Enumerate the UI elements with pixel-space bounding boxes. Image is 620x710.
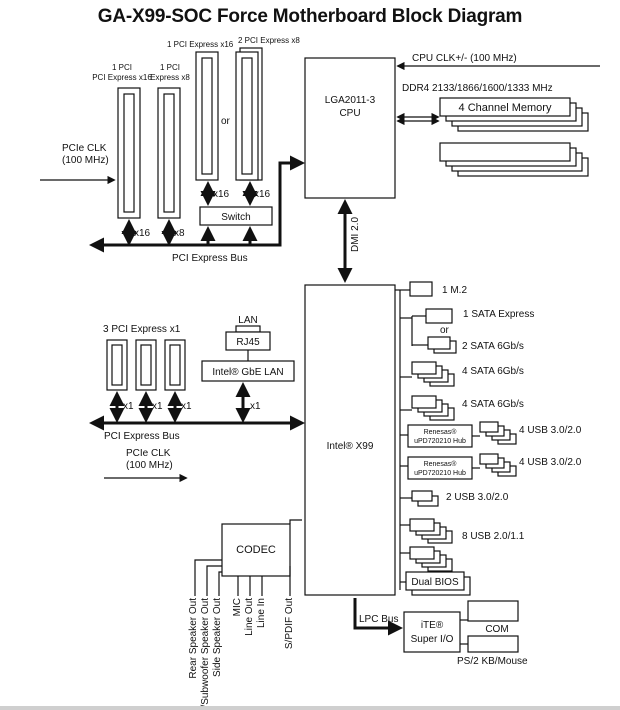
sata-or: or [440, 325, 450, 336]
slot2-label-1: 1 PCI [160, 63, 180, 72]
cpu-pcie-bus-label: PCI Express Bus [172, 253, 248, 264]
slot3-label: 1 PCI Express x16 [167, 40, 234, 49]
dmi-label: DMI 2.0 [350, 217, 361, 252]
sata-express-label: 1 SATA Express [463, 309, 534, 320]
renesas-2-chip: uPD720210 Hub [414, 470, 466, 477]
bottom-rule [0, 706, 620, 710]
slot1-label-1: 1 PCI [112, 63, 132, 72]
x16-label-b: x16 [254, 189, 271, 200]
usb2-label: 2 USB 3.0/2.0 [446, 492, 509, 503]
chipset-label: Intel® X99 [327, 441, 374, 452]
usb4a-stack [479, 421, 517, 445]
ps2-box [467, 635, 519, 653]
pcie-clk-1-line1: PCIe CLK [62, 143, 107, 154]
pcie-clk-2-line1: PCIe CLK [126, 448, 171, 459]
codec-out-mic: MIC [232, 598, 243, 616]
codec-out-line-out: Line Out [244, 598, 255, 636]
cpu-clk-label: CPU CLK+/- (100 MHz) [412, 53, 517, 64]
slot4-label: 2 PCI Express x8 [238, 36, 300, 45]
pcie-clk-1-line2: (100 MHz) [62, 155, 109, 166]
pcie-clk-2-line2: (100 MHz) [126, 460, 173, 471]
superio-line2: Super I/O [411, 634, 454, 645]
x1-label-b: x1 [152, 401, 163, 412]
usb2-stack [411, 490, 433, 502]
sata2-label: 2 SATA 6Gb/s [462, 341, 524, 352]
cpu-box [304, 57, 396, 199]
usb8-stack-2 [409, 546, 453, 572]
codec-out-spdif: S/PDIF Out [284, 598, 295, 649]
slot-or: or [221, 116, 231, 127]
usb4a-label: 4 USB 3.0/2.0 [519, 425, 582, 436]
ps2-label: PS/2 KB/Mouse [457, 656, 528, 667]
x1-label-c: x1 [181, 401, 192, 412]
slot2-label-2: Express x8 [150, 73, 190, 82]
usb8-label: 8 USB 2.0/1.1 [462, 531, 525, 542]
codec-out-line-in: Line In [256, 598, 267, 628]
sata4a-stack [411, 361, 455, 387]
renesas-1-chip: uPD720210 Hub [414, 438, 466, 445]
x16-label-a: x16 [213, 189, 230, 200]
sata2-box [427, 336, 451, 350]
codec-out-side: Side Speaker Out [212, 598, 223, 677]
com-label: COM [485, 624, 508, 635]
x8-label: x8 [174, 228, 185, 239]
codec-out-rear: Rear Speaker Out [188, 598, 199, 679]
cpu-sub: CPU [339, 108, 360, 119]
memory-label: 4 Channel Memory [459, 102, 552, 114]
gbe-lan-label: Intel® GbE LAN [212, 367, 283, 378]
codec-label: CODEC [236, 544, 276, 556]
dual-bios-box [405, 571, 465, 591]
x16-label-c: x16 [134, 228, 151, 239]
memory-stack-2 [439, 142, 589, 177]
superio-box [403, 611, 461, 653]
slot1-label-2: PCI Express x16 [92, 73, 152, 82]
sata4b-stack [411, 395, 455, 421]
chipset-box [304, 284, 396, 596]
codec-box [221, 523, 291, 577]
cpu-name: LGA2011-3 [325, 95, 376, 106]
usb8-stack-1 [409, 518, 453, 544]
lan-label: LAN [238, 315, 257, 326]
diagram-title: GA-X99-SOC Force Motherboard Block Diagr… [97, 6, 523, 27]
sata-express-box [425, 308, 453, 324]
sata4a-label: 4 SATA 6Gb/s [462, 366, 524, 377]
lpc-label: LPC Bus [359, 614, 398, 625]
renesas-1-name: Renesas® [424, 428, 458, 436]
memory-stack-1 [439, 97, 589, 132]
superio-line1: iTE® [421, 620, 444, 631]
usb4b-label: 4 USB 3.0/2.0 [519, 457, 582, 468]
m2-label: 1 M.2 [442, 285, 467, 296]
gbe-lan-box [201, 360, 295, 382]
cpu-pcie-bus [89, 155, 305, 253]
x1-label-d: x1 [250, 401, 261, 412]
memory-types: DDR4 2133/1866/1600/1333 MHz [402, 83, 553, 94]
renesas-2-name: Renesas® [424, 460, 458, 468]
usb4b-stack [479, 453, 517, 477]
codec-out-center: Center/Subwoofer Speaker Out [200, 598, 211, 710]
rj45-label: RJ45 [236, 337, 260, 348]
m2-box [409, 281, 433, 297]
com-box [467, 600, 519, 622]
sata4b-label: 4 SATA 6Gb/s [462, 399, 524, 410]
x1-slots-label: 3 PCI Express x1 [103, 324, 181, 335]
x1-label-a: x1 [123, 401, 134, 412]
pch-pcie-bus-label: PCI Express Bus [104, 431, 180, 442]
lpc-bus [353, 598, 403, 636]
switch-label: Switch [221, 212, 250, 223]
dual-bios-label: Dual BIOS [411, 577, 459, 588]
